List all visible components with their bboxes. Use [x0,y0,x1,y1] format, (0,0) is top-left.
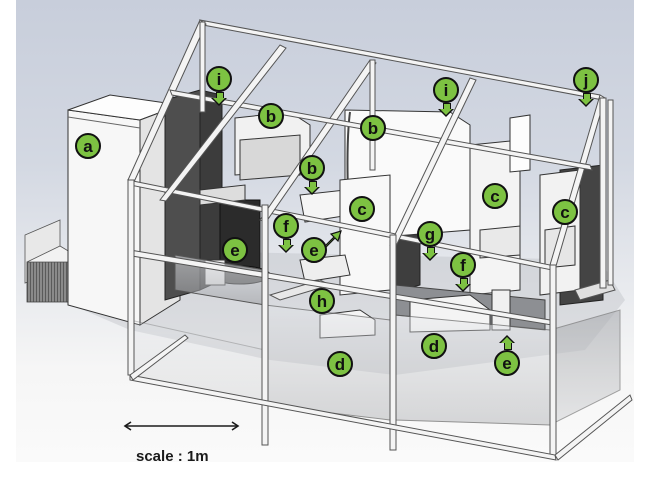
label-c: c [349,196,375,222]
label-f: f [273,213,299,239]
scale-bar-arrow [123,421,240,431]
label-d: d [327,351,353,377]
label-b: b [258,103,284,129]
arrow-diagonal-icon [324,230,342,248]
label-e: e [222,237,248,263]
label-c: c [482,183,508,209]
scale-bar-label: scale : 1m [136,448,209,465]
label-i: i [206,66,232,92]
label-i: i [433,77,459,103]
label-d: d [421,333,447,359]
label-b: b [299,155,325,181]
label-a: a [75,133,101,159]
label-e: e [301,237,327,263]
label-b: b [360,115,386,141]
label-f: f [450,252,476,278]
label-h: h [309,288,335,314]
label-c: c [552,199,578,225]
label-e: e [494,350,520,376]
label-g: g [417,221,443,247]
label-j: j [573,67,599,93]
